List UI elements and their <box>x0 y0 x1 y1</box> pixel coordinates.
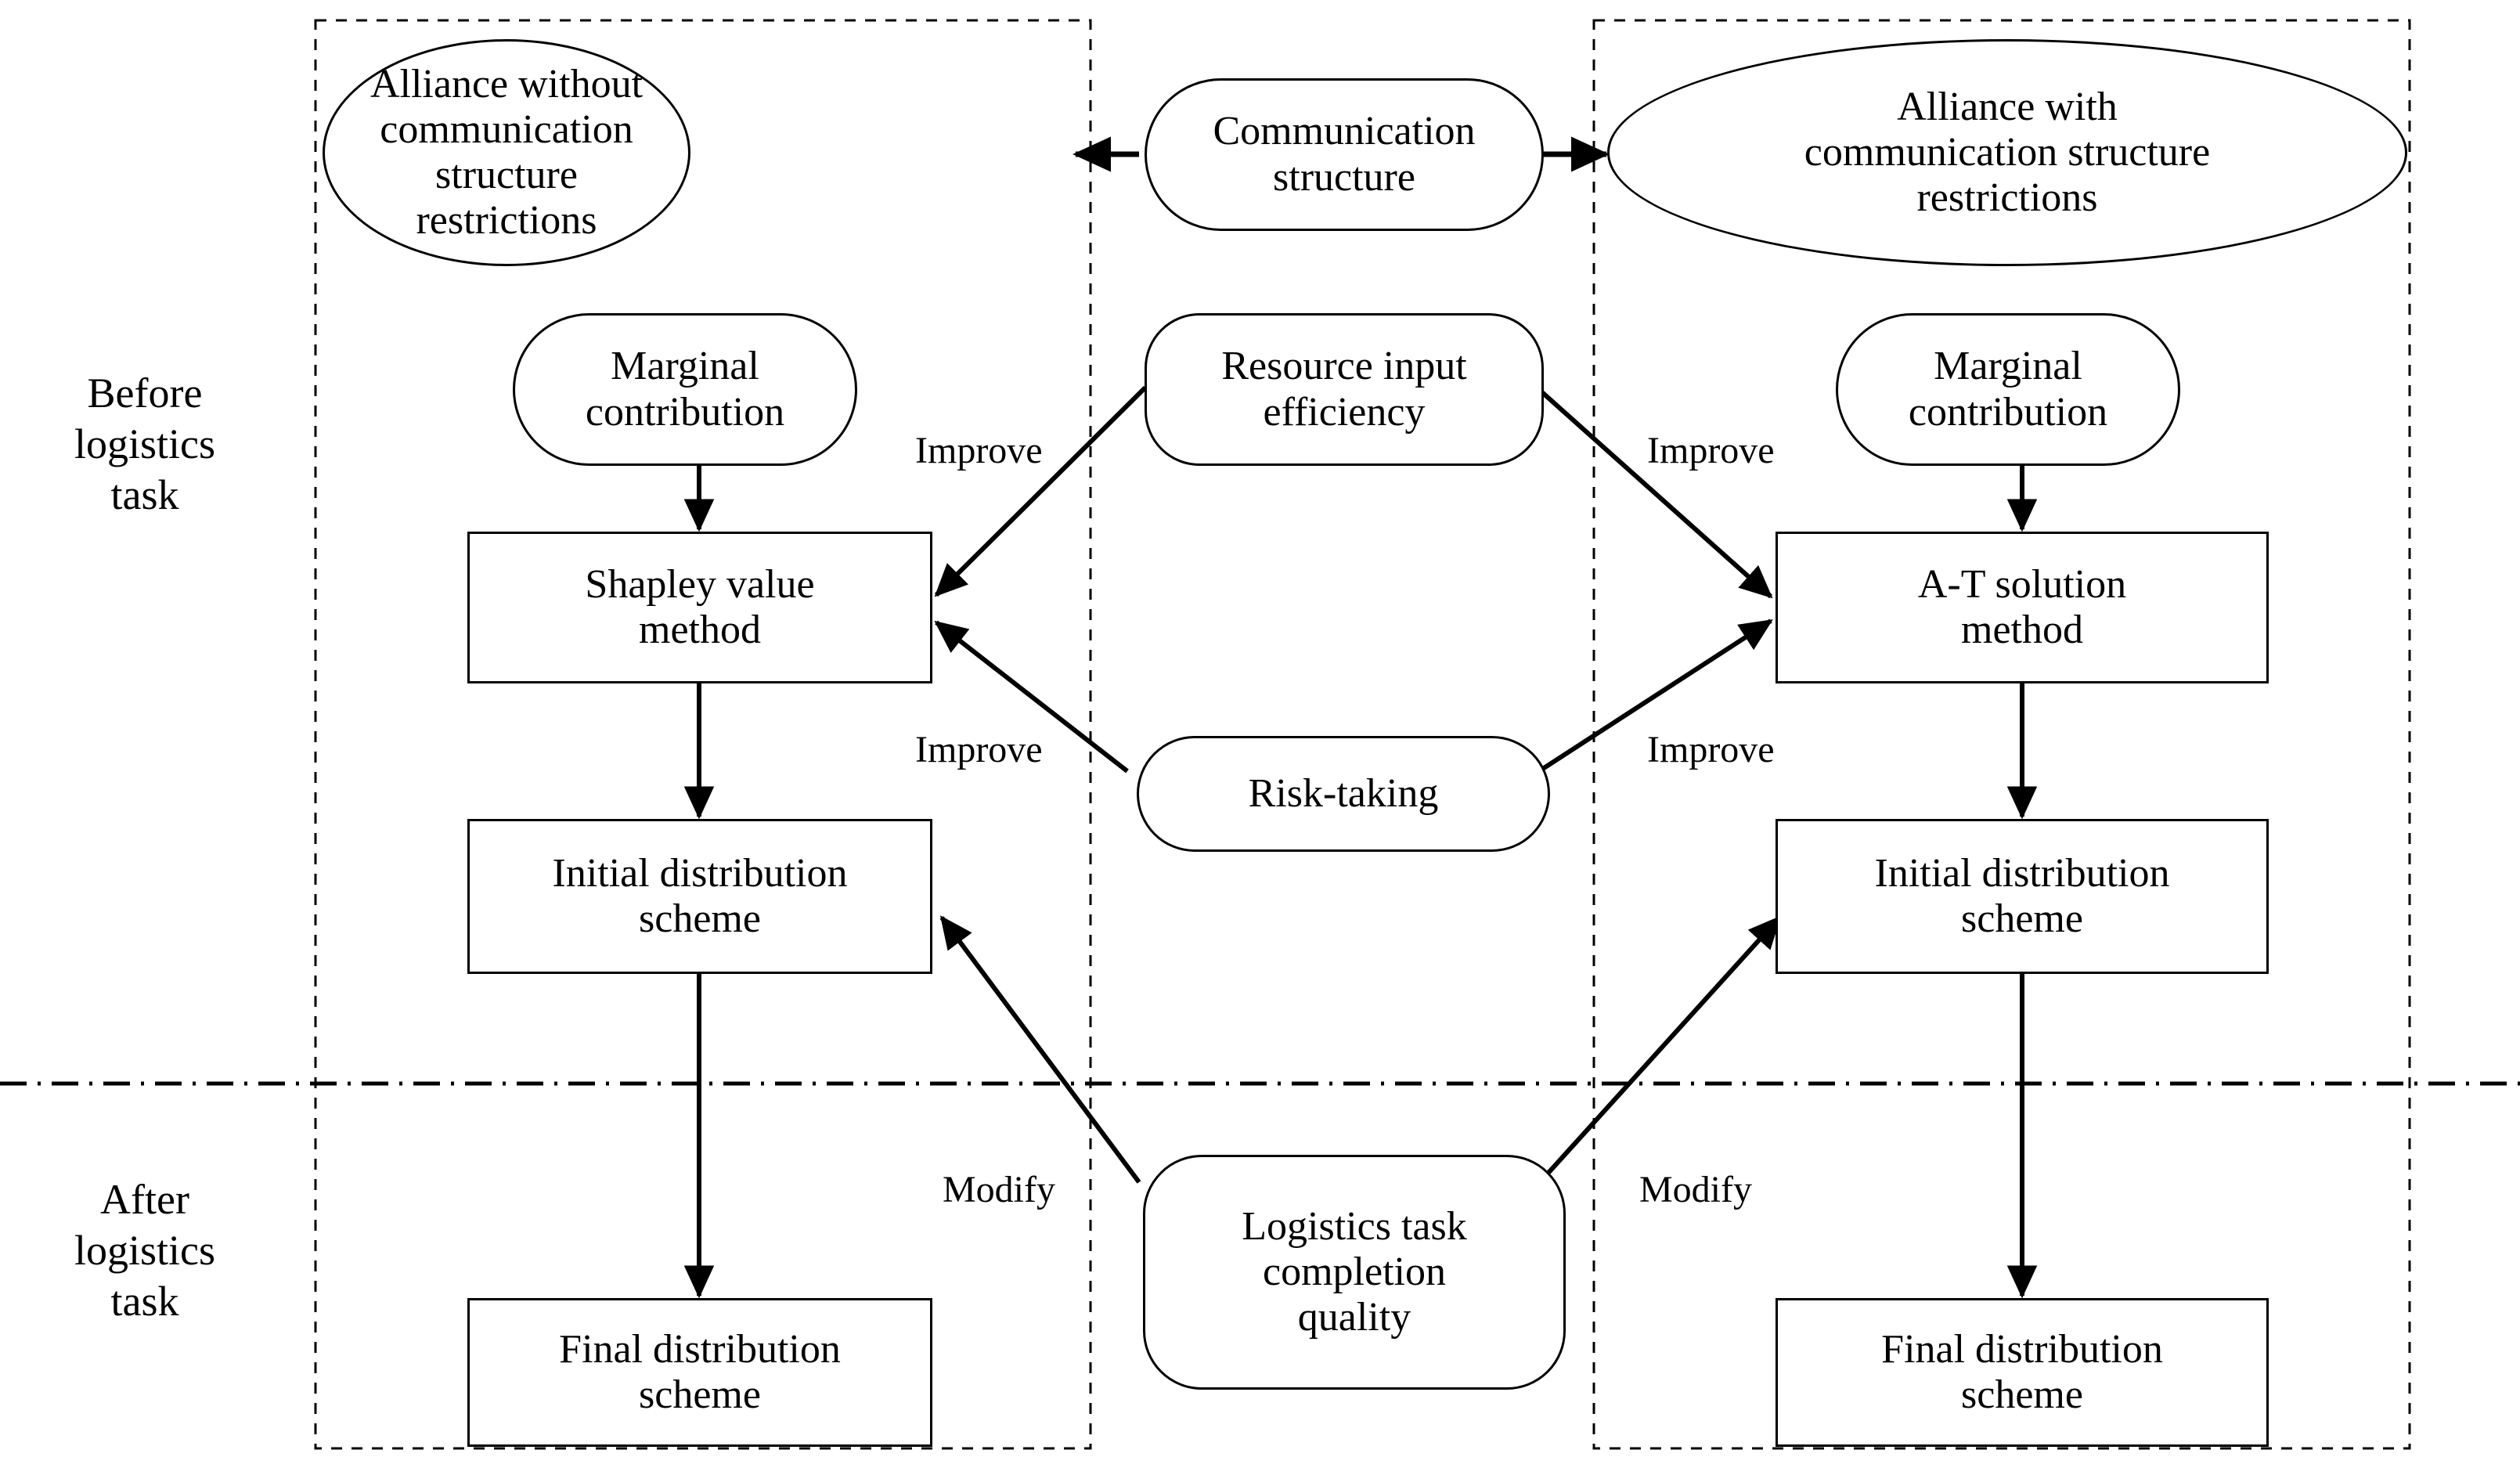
edge-label-improve-risk-left: Improve <box>912 728 1046 771</box>
phase-label-after: After logistics task <box>74 1176 215 1325</box>
phase-label-before: Before logistics task <box>74 370 215 518</box>
edge-label-improve-rie-left: Improve <box>912 429 1046 472</box>
node-resource-input-efficiency[interactable]: Resource input efficiency <box>1145 313 1544 466</box>
node-initial-distribution-left[interactable]: Initial distribution scheme <box>467 819 932 974</box>
edge-rie-to-shapley <box>934 385 1148 597</box>
edge-label-modify-left: Modify <box>939 1168 1058 1211</box>
node-logistics-task-completion-quality[interactable]: Logistics task completion quality <box>1143 1155 1566 1390</box>
node-initial-distribution-right[interactable]: Initial distribution scheme <box>1776 819 2269 974</box>
node-marginal-contribution-right[interactable]: Marginal contribution <box>1836 313 2180 466</box>
edge-label-improve-risk-right: Improve <box>1644 728 1778 771</box>
edge-risk-to-at <box>1538 618 1773 774</box>
edge-risk-to-shapley <box>934 620 1129 774</box>
edge-quality-to-initial-left <box>939 915 1141 1184</box>
edge-label-modify-right: Modify <box>1636 1168 1755 1211</box>
node-marginal-contribution-left[interactable]: Marginal contribution <box>513 313 857 466</box>
node-communication-structure[interactable]: Communication structure <box>1145 78 1544 231</box>
node-final-distribution-right[interactable]: Final distribution scheme <box>1776 1298 2269 1447</box>
edge-rie-to-at <box>1535 385 1773 599</box>
node-at-solution-method[interactable]: A-T solution method <box>1776 532 2269 683</box>
node-alliance-with-restrictions[interactable]: Alliance with communication structure re… <box>1607 39 2407 266</box>
edge-quality-to-initial-right <box>1538 915 1782 1185</box>
node-shapley-value-method[interactable]: Shapley value method <box>467 532 932 683</box>
edge-label-improve-rie-right: Improve <box>1644 429 1778 472</box>
node-risk-taking[interactable]: Risk-taking <box>1137 736 1550 852</box>
node-final-distribution-left[interactable]: Final distribution scheme <box>467 1298 932 1447</box>
group-box-left <box>314 19 1092 1450</box>
node-alliance-without-restrictions[interactable]: Alliance without communication structure… <box>323 39 690 266</box>
